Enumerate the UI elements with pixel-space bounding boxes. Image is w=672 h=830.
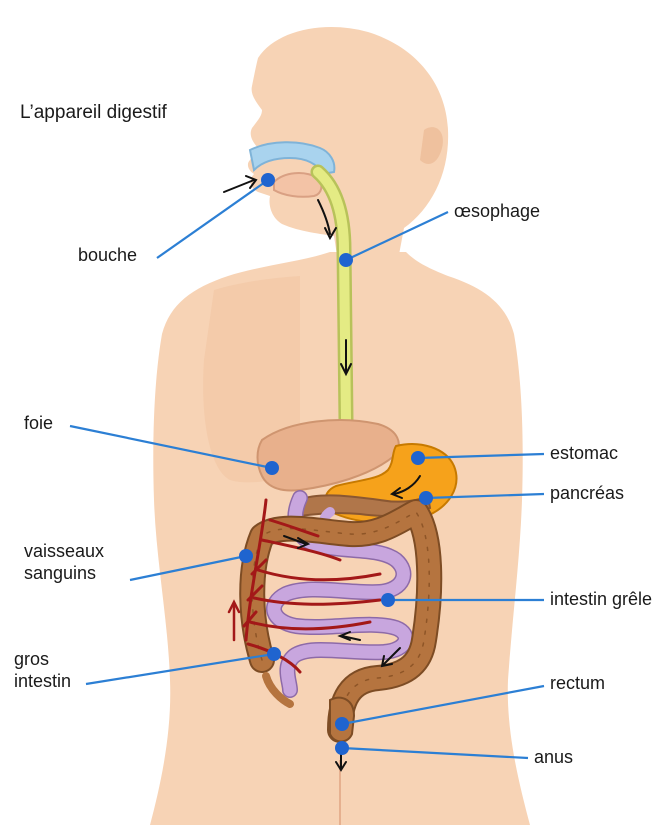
dot-estomac (411, 451, 425, 465)
dot-bouche (261, 173, 275, 187)
leader-bouche (157, 180, 268, 258)
dot-anus (335, 741, 349, 755)
dot-pancreas (419, 491, 433, 505)
arrow-into-mouth (224, 180, 254, 192)
label-anus: anus (534, 746, 573, 768)
dot-oesophage (339, 253, 353, 267)
label-vaisseaux-sanguins: vaisseaux sanguins (24, 540, 104, 584)
label-bouche: bouche (78, 244, 137, 266)
dot-gros-intestin (267, 647, 281, 661)
dot-intestin-grele (381, 593, 395, 607)
label-rectum: rectum (550, 672, 605, 694)
diagram-title: L’appareil digestif (20, 102, 167, 124)
label-foie: foie (24, 412, 53, 434)
label-vaisseaux-line1: vaisseaux (24, 540, 104, 562)
label-gros-intestin-line2: intestin (14, 670, 71, 692)
dot-foie (265, 461, 279, 475)
dot-vaisseaux (239, 549, 253, 563)
label-oesophage: œsophage (454, 200, 540, 222)
label-gros-intestin-line1: gros (14, 648, 71, 670)
label-gros-intestin: gros intestin (14, 648, 71, 692)
label-vaisseaux-line2: sanguins (24, 562, 104, 584)
label-pancreas: pancréas (550, 482, 624, 504)
label-intestin-grele: intestin grêle (550, 588, 652, 610)
label-estomac: estomac (550, 442, 618, 464)
dot-rectum (335, 717, 349, 731)
